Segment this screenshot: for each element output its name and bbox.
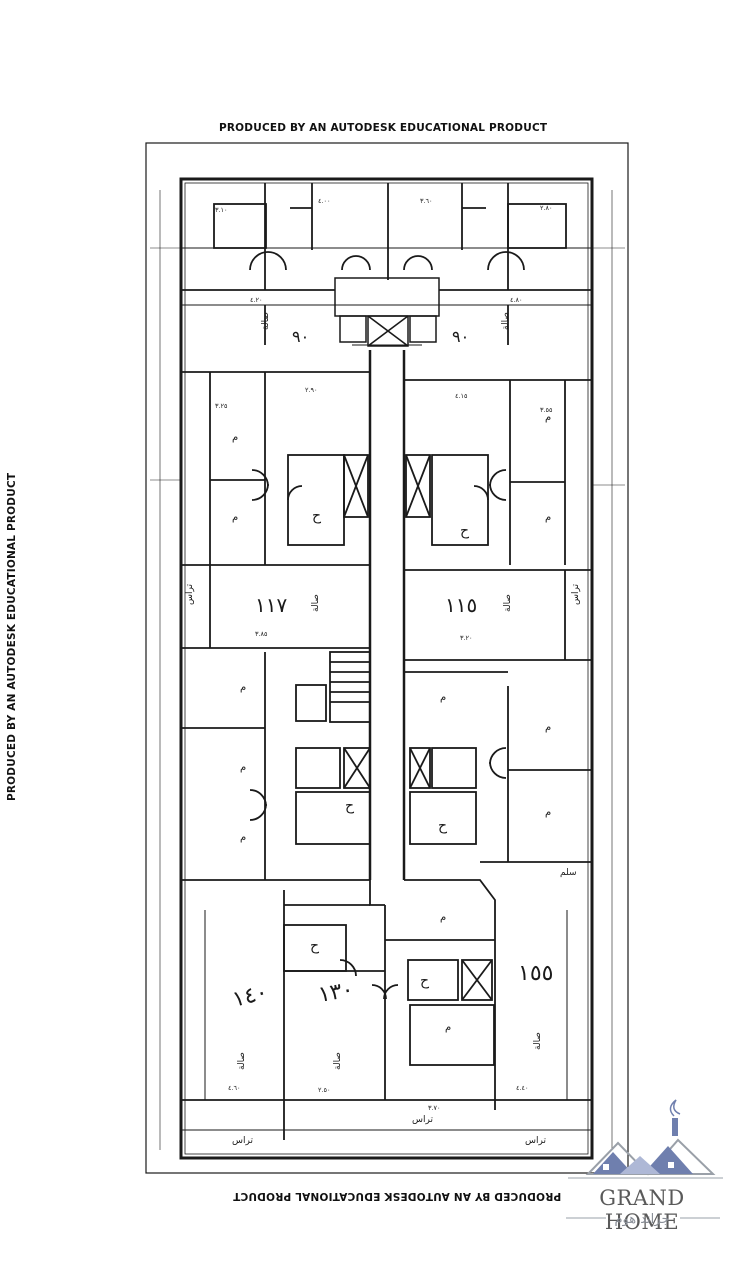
logo-name-ar: جراند هوم: [614, 1212, 670, 1227]
terrace-label: تراس: [412, 1115, 433, 1125]
bath-label: ح: [438, 818, 448, 834]
kitchen-label: م: [232, 432, 238, 443]
kitchen-label: م: [440, 692, 446, 703]
area-labels: ٩٠ ٩٠ ١١٧ ١١٥ ١٤٠ ١٣٠ ١٥٥: [230, 327, 554, 1013]
dimension-label: ٤.٢٠: [250, 296, 263, 304]
dimension-label: ٤.٨٠: [510, 296, 523, 304]
room-label: صالة: [261, 312, 271, 330]
dimension-label: ٣.٢٠: [460, 634, 473, 642]
kitchen-label: م: [545, 722, 551, 733]
plot-boundary: [145, 142, 629, 1174]
bottom-units: [181, 879, 592, 1140]
terrace-label: تراس: [185, 584, 195, 605]
terrace-label: تراس: [232, 1136, 253, 1146]
dimension-label: ٤.١٥: [455, 392, 468, 400]
watermark-top: PRODUCED BY AN AUTODESK EDUCATIONAL PROD…: [219, 122, 548, 134]
bath-label: ح: [460, 523, 470, 539]
area-label: ١١٧: [255, 593, 287, 617]
dimension-label: ٣.٢٥: [215, 402, 228, 410]
central-corridor: [352, 344, 422, 880]
terrace-label: تراس: [525, 1136, 546, 1146]
dimension-label: ٣.٥٥: [540, 406, 553, 414]
kitchen-label: م: [440, 912, 446, 923]
room-label: صالة: [501, 312, 511, 330]
building-outline: [179, 177, 594, 1160]
area-label: ١٣٠: [316, 977, 355, 1008]
dimension-labels: ٤.٠٠ ٣.٦٠ ٢.٨٠ ٣.١٠ ٤.٢٠ ٤.٨٠ ٣.٢٥ ٣.٥٥ …: [215, 197, 553, 1112]
top-core: [334, 277, 440, 347]
room-label: صالة: [503, 594, 513, 612]
mid-units: [181, 372, 592, 661]
dimension-label: ٤.٠٠: [318, 197, 331, 205]
area-label: ١١٥: [445, 593, 477, 617]
kitchen-label: م: [545, 807, 551, 818]
room-label: صالة: [533, 1032, 543, 1050]
dimension-label: ٢.٥٠: [318, 1086, 331, 1094]
area-label: ٩٠: [452, 327, 469, 346]
room-label: صالة: [311, 594, 321, 612]
logo-name-en: GRAND HOME: [599, 1186, 685, 1234]
room-labels: صالة صالة صالة صالة صالة صالة صالة تراس …: [185, 312, 581, 1146]
bath-label: ح: [345, 798, 355, 814]
dimension-label: ٤.٤٠: [516, 1084, 529, 1092]
bath-label: ح: [420, 973, 430, 989]
area-label: ١٤٠: [230, 980, 271, 1013]
kitchen-label: م: [445, 1022, 451, 1033]
dimension-label: ٣.١٠: [215, 206, 228, 214]
lower-mid-units: [181, 651, 592, 881]
kitchen-label: م: [240, 682, 246, 693]
dimension-label: ٤.٦٠: [228, 1084, 241, 1092]
dimension-label: ٢.٩٠: [305, 386, 318, 394]
kitchen-label: م: [545, 512, 551, 523]
stair-label: سلم: [560, 868, 577, 878]
terrace-label: تراس: [571, 584, 581, 605]
dimension-label: ٣.٦٠: [420, 197, 433, 205]
room-label: صالة: [333, 1052, 343, 1070]
kitchen-label: م: [545, 412, 551, 423]
bath-label: ح: [312, 508, 322, 524]
dimension-label: ٣.٧٠: [428, 1104, 441, 1112]
room-label: صالة: [237, 1052, 247, 1070]
dimension-label: ٣.٨٥: [255, 630, 268, 638]
area-label: ٩٠: [292, 327, 309, 346]
bath-label: ح: [310, 938, 320, 954]
grand-home-logo: [566, 1099, 723, 1219]
kitchen-label: م: [240, 762, 246, 773]
kitchen-label: م: [240, 832, 246, 843]
dimension-label: ٢.٨٠: [540, 204, 553, 212]
dimension-lines: [150, 190, 625, 1150]
area-label: ١٥٥: [518, 961, 553, 986]
kitchen-label: م: [232, 512, 238, 523]
top-units: [181, 183, 592, 381]
